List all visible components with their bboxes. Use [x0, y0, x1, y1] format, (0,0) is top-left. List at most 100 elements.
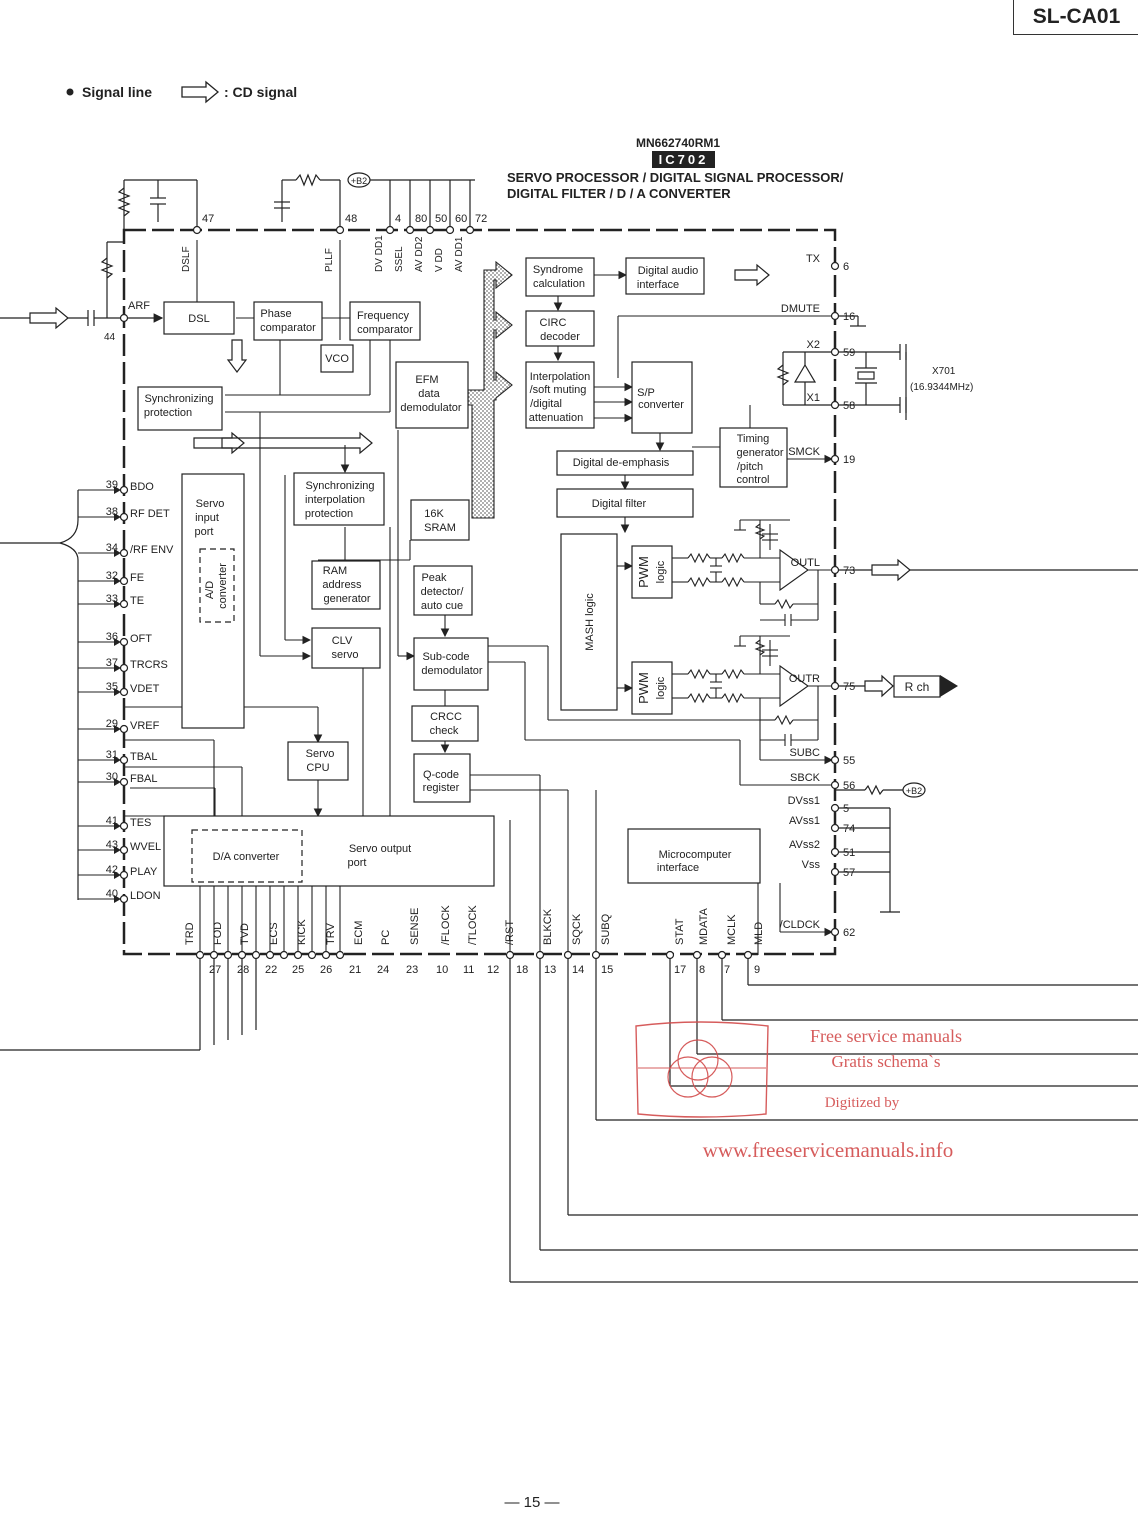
pin-36	[119, 637, 129, 647]
svg-text:PWM: PWM	[636, 556, 651, 588]
data-bus	[467, 260, 513, 519]
pin-number-35: 35	[106, 681, 118, 693]
svg-text:Phase: Phase	[260, 308, 291, 320]
frequency-comparator-block	[349, 301, 421, 341]
pin-name-mdata: MDATA	[698, 907, 710, 945]
timing-generator-block	[719, 427, 788, 488]
crystal-ref: X701	[932, 366, 956, 377]
pin-name-blkck: BLKCK	[542, 908, 554, 945]
svg-text:generator: generator	[323, 593, 370, 605]
svg-text:/pitch: /pitch	[737, 461, 763, 473]
svg-text:protection: protection	[305, 508, 353, 520]
pin-72	[465, 225, 475, 235]
pin-name--tlock: /TLOCK	[467, 905, 479, 945]
interpolation-block	[525, 361, 595, 429]
pwm-r-block	[631, 661, 673, 715]
pin-name-vdet: VDET	[130, 683, 160, 695]
bottom-pins: 27TRD28FOD22TVD25ECS26KICK21TRV24ECM23PC…	[184, 886, 765, 976]
pin-name-av-dd2: AV DD2	[414, 236, 425, 272]
pin-name-v-dd: V DD	[434, 248, 445, 272]
svg-text:interface: interface	[657, 862, 699, 874]
pin-number-55: 55	[843, 755, 855, 767]
pin-name-kick: KICK	[296, 919, 308, 945]
svg-text:16K: 16K	[424, 508, 444, 520]
pin-name-dv-dd1: DV DD1	[374, 235, 385, 272]
pin-number-6: 6	[843, 261, 849, 273]
pin-number-74: 74	[843, 823, 855, 835]
pin-name--flock: /FLOCK	[440, 905, 452, 945]
pin-name-tbal: TBAL	[130, 751, 158, 763]
dsl-label: DSL	[188, 313, 209, 325]
pin-name-dslf: DSLF	[181, 246, 192, 272]
pin-5	[830, 803, 840, 813]
pin-number-56: 56	[843, 780, 855, 792]
pin-29	[119, 724, 129, 734]
pin-name-outl: OUTL	[791, 557, 820, 569]
efm-demodulator-block	[395, 361, 469, 429]
model-label: SL-CA01	[1013, 0, 1138, 35]
pin-62	[830, 927, 840, 937]
pin-name-play: PLAY	[130, 866, 158, 878]
pin-number-47: 47	[202, 213, 214, 225]
svg-text:comparator: comparator	[357, 324, 413, 336]
svg-text:calculation: calculation	[533, 278, 585, 290]
right-pins: 6TX16DMUTE59X258X119SMCK73OUTL75OUTR55SU…	[780, 253, 856, 939]
pin-name-fe: FE	[130, 572, 144, 584]
svg-text:detector/: detector/	[421, 586, 465, 598]
pin-name-subq: SUBQ	[600, 913, 612, 945]
pin-name-dvss1: DVss1	[788, 795, 820, 807]
svg-text:CRCC: CRCC	[430, 711, 462, 723]
pin-number-39: 39	[106, 479, 118, 491]
pin-33	[119, 599, 129, 609]
pin-name-rf-det: RF DET	[130, 508, 170, 520]
left-input-bus	[0, 490, 200, 1051]
pin-number-16: 16	[843, 311, 855, 323]
pin-name-x2: X2	[807, 339, 820, 351]
pin-18	[505, 950, 515, 960]
crystal-circuit	[776, 344, 907, 420]
pin-50	[425, 225, 435, 235]
pin-12	[335, 950, 345, 960]
svg-text:+B2: +B2	[906, 786, 922, 796]
output-filter-left	[672, 519, 835, 626]
supply-b2-right	[902, 782, 926, 798]
crcc-check-block	[411, 705, 479, 742]
pin-name-sqck: SQCK	[571, 913, 583, 945]
top-network	[100, 173, 475, 318]
pin-number-50: 50	[435, 213, 447, 225]
svg-text:port: port	[348, 857, 367, 869]
pin-name-stat: STAT	[674, 918, 686, 945]
pin-name-outr: OUTR	[789, 673, 820, 685]
ic-description-1: SERVO PROCESSOR / DIGITAL SIGNAL PROCESS…	[507, 170, 844, 185]
arf-pin: ARF 44	[104, 300, 150, 343]
pin-number-21: 21	[349, 964, 361, 976]
pin-name-trcrs: TRCRS	[130, 659, 168, 671]
pin-number-43: 43	[106, 839, 118, 851]
filter-label: Digital filter	[592, 498, 647, 510]
svg-text:S/P: S/P	[637, 387, 655, 399]
svg-text:Microcomputer: Microcomputer	[659, 849, 732, 861]
vco-block	[320, 344, 354, 373]
pin-number-11: 11	[463, 964, 474, 976]
pin-number-12: 12	[487, 964, 499, 976]
pin-name-avss2: AVss2	[789, 839, 820, 851]
pin-21	[265, 950, 275, 960]
dsl-block	[163, 301, 235, 335]
pin-number-59: 59	[843, 347, 855, 359]
dac-block	[191, 829, 303, 883]
rch-label: R ch	[905, 680, 930, 694]
pin-number-15: 15	[601, 964, 613, 976]
pin-15	[591, 950, 601, 960]
pin-number-73: 73	[843, 565, 855, 577]
pin-name-ecm: ECM	[353, 921, 365, 945]
pin-number-29: 29	[106, 718, 118, 730]
pin-73	[830, 565, 840, 575]
pin-number-38: 38	[106, 506, 118, 518]
microcomputer-interface-block	[627, 828, 761, 884]
svg-text:Servo: Servo	[196, 498, 225, 510]
svg-text:interface: interface	[637, 279, 679, 291]
pin-30	[119, 777, 129, 787]
pin-name-ldon: LDON	[130, 890, 161, 902]
pin-name-tes: TES	[130, 817, 151, 829]
